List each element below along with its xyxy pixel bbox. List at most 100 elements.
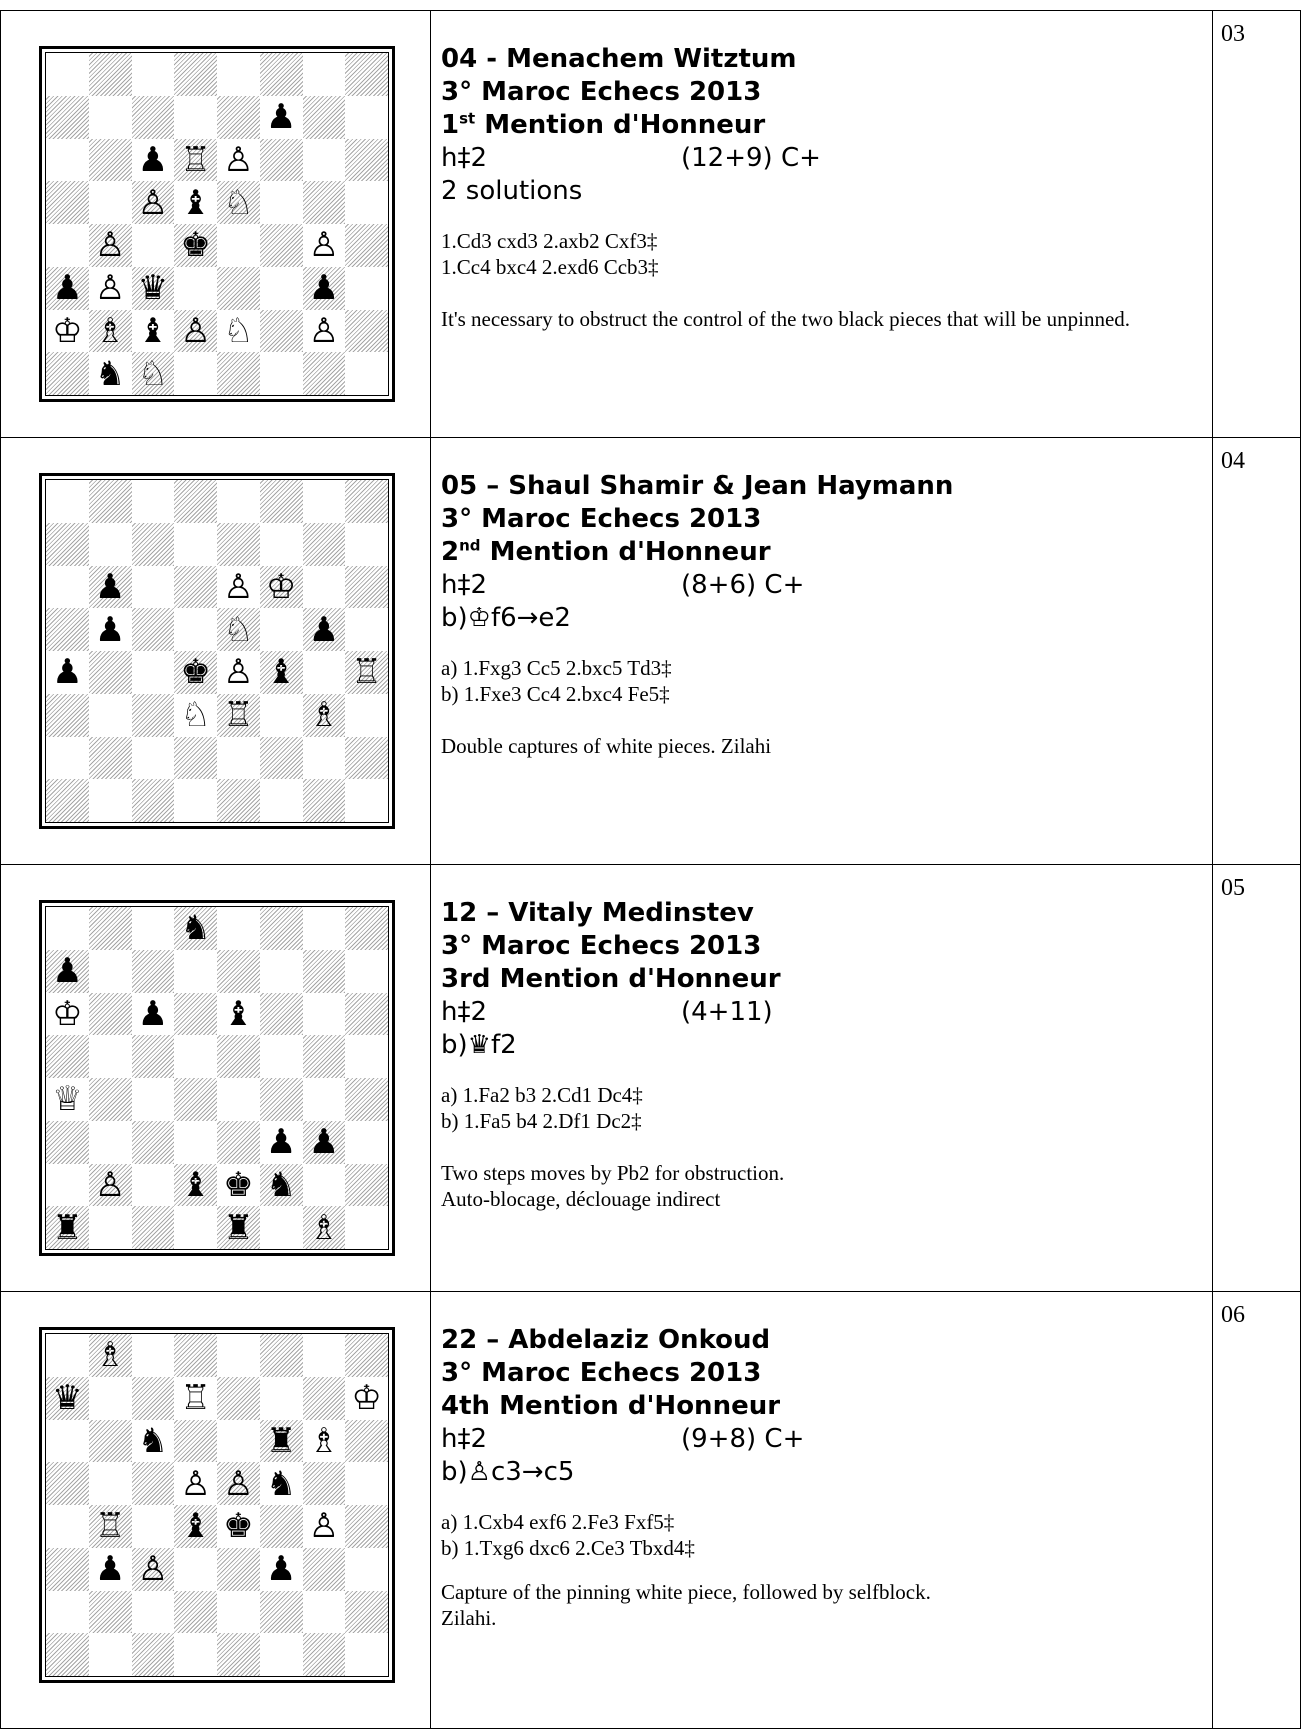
board-square bbox=[303, 96, 346, 139]
board-square bbox=[345, 737, 388, 780]
white-pawn-icon: ♙ bbox=[309, 314, 339, 348]
board-square bbox=[303, 651, 346, 694]
black-pawn-icon: ♟ bbox=[266, 100, 296, 134]
board-square bbox=[217, 1377, 260, 1420]
board-square bbox=[260, 993, 303, 1036]
board-square bbox=[303, 1035, 346, 1078]
board-square bbox=[345, 608, 388, 651]
board-square bbox=[132, 608, 175, 651]
board-square bbox=[132, 694, 175, 737]
board-square bbox=[345, 224, 388, 267]
solution-line: a) 1.Fxg3 Cc5 2.bxc5 Td3‡ bbox=[441, 655, 1202, 681]
black-pawn-icon: ♟ bbox=[266, 1125, 296, 1159]
board-square bbox=[217, 1633, 260, 1676]
board-square bbox=[46, 523, 89, 566]
board-square bbox=[345, 1334, 388, 1377]
board-square bbox=[345, 950, 388, 993]
board-square: ♟ bbox=[303, 1121, 346, 1164]
chess-diagram: ♟♙♔♟♘♟♟♚♙♝♖♘♖♗ bbox=[39, 473, 395, 829]
board-square: ♗ bbox=[89, 310, 132, 353]
board-square bbox=[345, 993, 388, 1036]
board-square bbox=[46, 352, 89, 395]
award: 1st Mention d'Honneur bbox=[441, 109, 1202, 142]
solutions: a) 1.Cxb4 exf6 2.Fe3 Fxf5‡b) 1.Txg6 dxc6… bbox=[441, 1509, 1202, 1561]
board-square bbox=[89, 523, 132, 566]
board-square bbox=[132, 737, 175, 780]
black-pawn-icon: ♟ bbox=[52, 271, 82, 305]
black-pawn-icon: ♟ bbox=[266, 1552, 296, 1586]
board-square bbox=[260, 1035, 303, 1078]
board-square bbox=[174, 993, 217, 1036]
white-queen-icon: ♕ bbox=[52, 1082, 82, 1116]
board-square: ♛ bbox=[46, 1377, 89, 1420]
board-square: ♚ bbox=[174, 224, 217, 267]
board-square bbox=[89, 993, 132, 1036]
twin: 2 solutions bbox=[441, 175, 1202, 208]
board-square: ♔ bbox=[345, 1377, 388, 1420]
board-square bbox=[46, 566, 89, 609]
twin: b)♛f2 bbox=[441, 1029, 1202, 1062]
white-pawn-icon: ♙ bbox=[309, 1509, 339, 1543]
board-square bbox=[345, 1206, 388, 1249]
black-bishop-icon: ♝ bbox=[266, 655, 296, 689]
board-square bbox=[132, 950, 175, 993]
piece-count: (8+6) C+ bbox=[681, 569, 804, 602]
problem-title: 05 – Shaul Shamir & Jean Haymann bbox=[441, 470, 1202, 503]
stipulation-line: h‡2 (12+9) C+ bbox=[441, 142, 1202, 175]
board-square bbox=[89, 737, 132, 780]
board-square bbox=[345, 96, 388, 139]
board-square bbox=[303, 139, 346, 182]
board-square bbox=[303, 1633, 346, 1676]
white-rook-icon: ♖ bbox=[223, 698, 253, 732]
board-square: ♛ bbox=[132, 267, 175, 310]
black-knight-icon: ♞ bbox=[266, 1467, 296, 1501]
page-number: 06 bbox=[1213, 1292, 1301, 1729]
board-square: ♖ bbox=[174, 139, 217, 182]
stipulation: h‡2 bbox=[441, 996, 681, 1029]
problem-title: 12 – Vitaly Medinstev bbox=[441, 897, 1202, 930]
board-square bbox=[89, 1591, 132, 1634]
board-square bbox=[260, 267, 303, 310]
board-square: ♘ bbox=[174, 694, 217, 737]
black-pawn-icon: ♟ bbox=[309, 271, 339, 305]
white-bishop-icon: ♗ bbox=[309, 1424, 339, 1458]
board-square bbox=[132, 651, 175, 694]
twin: b)♔f6→e2 bbox=[441, 602, 1202, 635]
solution-line: a) 1.Cxb4 exf6 2.Fe3 Fxf5‡ bbox=[441, 1509, 1202, 1535]
comment: It's necessary to obstruct the control o… bbox=[441, 306, 1202, 332]
board-square: ♝ bbox=[260, 651, 303, 694]
board-square bbox=[89, 1121, 132, 1164]
chess-diagram: ♗♛♖♔♞♜♗♙♙♞♖♝♚♙♟♙♟ bbox=[39, 1327, 395, 1683]
board-square bbox=[345, 139, 388, 182]
board-square bbox=[217, 1078, 260, 1121]
board-square: ♟ bbox=[303, 608, 346, 651]
board-square bbox=[132, 480, 175, 523]
board-square bbox=[217, 352, 260, 395]
board-square: ♘ bbox=[132, 352, 175, 395]
board-square: ♟ bbox=[260, 96, 303, 139]
white-pawn-icon: ♙ bbox=[223, 1467, 253, 1501]
board-square bbox=[174, 96, 217, 139]
board-square: ♚ bbox=[217, 1505, 260, 1548]
board-square: ♟ bbox=[89, 608, 132, 651]
board-square bbox=[260, 694, 303, 737]
solution-line: b) 1.Txg6 dxc6 2.Ce3 Tbxd4‡ bbox=[441, 1535, 1202, 1561]
board-square bbox=[46, 1035, 89, 1078]
black-pawn-icon: ♟ bbox=[309, 1125, 339, 1159]
board-square bbox=[89, 1462, 132, 1505]
white-bishop-icon: ♗ bbox=[309, 1211, 339, 1245]
black-pawn-icon: ♟ bbox=[52, 655, 82, 689]
board-square bbox=[260, 352, 303, 395]
award-suffix: st bbox=[459, 109, 475, 127]
board-square: ♟ bbox=[46, 267, 89, 310]
board-square bbox=[46, 1591, 89, 1634]
board-square bbox=[345, 267, 388, 310]
board-square bbox=[303, 53, 346, 96]
comment-line: Two steps moves by Pb2 for obstruction. bbox=[441, 1160, 1202, 1186]
board-square bbox=[303, 993, 346, 1036]
black-bishop-icon: ♝ bbox=[223, 997, 253, 1031]
board-square bbox=[217, 1334, 260, 1377]
black-bishop-icon: ♝ bbox=[138, 314, 168, 348]
board-square bbox=[260, 523, 303, 566]
board-square: ♜ bbox=[260, 1420, 303, 1463]
